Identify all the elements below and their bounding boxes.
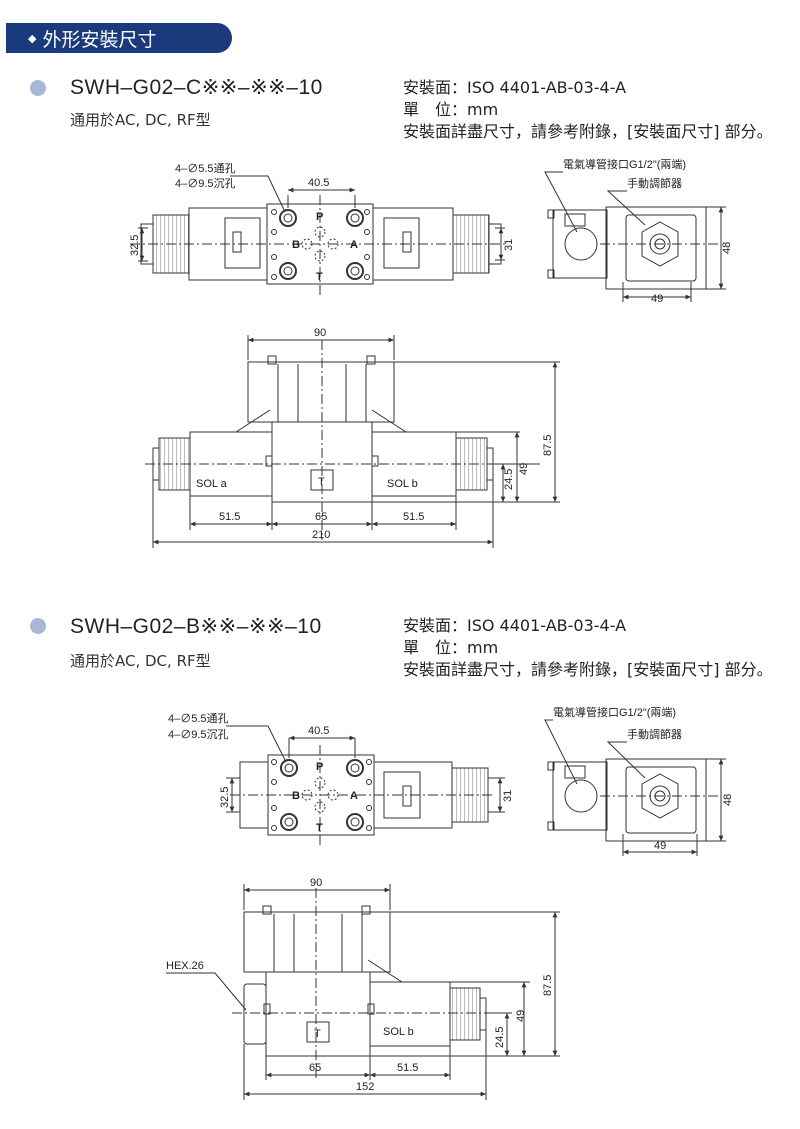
front-port-t: T xyxy=(314,1028,321,1040)
bullet-icon xyxy=(30,618,46,634)
port-b-label: B xyxy=(292,790,300,802)
manual-override-callout: 手動調節器 xyxy=(627,727,682,741)
dim-48: 48 xyxy=(721,242,733,254)
dim-152: 152 xyxy=(356,1081,374,1093)
side-view-2: 電氣導管接口G1/2"(兩端) 手動調節器 48 49 xyxy=(544,705,734,856)
hole-callout-counterbore: 4–∅9.5沉孔 xyxy=(175,177,236,190)
dim-49: 49 xyxy=(654,840,666,852)
dim-40-5: 40.5 xyxy=(308,177,329,189)
hole-callout-counterbore: 4–∅9.5沉孔 xyxy=(168,728,229,741)
dim-49-front: 49 xyxy=(515,1010,527,1022)
dim-65: 65 xyxy=(315,511,327,523)
specs-block-2: 安裝面：ISO 4401-AB-03-4-A 單 位：mm 安裝面詳盡尺寸，請參… xyxy=(403,615,773,681)
conduit-callout: 電氣導管接口G1/2"(兩端) xyxy=(563,157,686,171)
port-t-label: T xyxy=(316,271,323,283)
sol-a-label: SOL a xyxy=(196,478,228,490)
manual-override-callout: 手動調節器 xyxy=(627,176,682,190)
model-title-2: SWH–G02–B※※–※※–10 xyxy=(70,615,322,638)
dim-24-5: 24.5 xyxy=(494,1027,506,1048)
section-header-title: 外形安裝尺寸 xyxy=(42,28,157,51)
dim-51-5-right: 51.5 xyxy=(403,511,424,523)
conduit-callout: 電氣導管接口G1/2"(兩端) xyxy=(553,705,676,719)
bullet-icon xyxy=(30,80,46,96)
dim-24-5: 24.5 xyxy=(503,469,515,490)
port-p-label: P xyxy=(316,211,323,223)
dim-40-5: 40.5 xyxy=(308,725,329,737)
dim-90: 90 xyxy=(314,327,326,339)
dim-31: 31 xyxy=(503,239,515,251)
dim-32-5: 32.5 xyxy=(219,787,231,808)
usage-note-1: 通用於AC, DC, RF型 xyxy=(70,111,211,129)
port-a-label: A xyxy=(350,239,358,251)
spec-note: 安裝面詳盡尺寸，請參考附錄，[安裝面尺寸] 部分。 xyxy=(403,660,773,679)
front-port-t: T xyxy=(318,476,325,488)
dim-49: 49 xyxy=(651,293,663,305)
port-a-label: A xyxy=(350,790,358,802)
top-view-2: P B A T 40.5 4–∅5.5通孔 4–∅9.5沉孔 32.5 31 xyxy=(168,712,514,845)
dim-32-5: 32.5 xyxy=(129,235,141,256)
hole-callout-through: 4–∅5.5通孔 xyxy=(168,712,229,725)
spec-unit: 單 位：mm xyxy=(403,100,499,119)
port-b-label: B xyxy=(292,239,300,251)
side-view-1: 電氣導管接口G1/2"(兩端) 手動調節器 48 49 xyxy=(544,157,733,305)
dim-87-5: 87.5 xyxy=(542,435,554,456)
port-p-label: P xyxy=(316,761,323,773)
hex-callout: HEX.26 xyxy=(166,960,204,972)
hole-callout-through: 4–∅5.5通孔 xyxy=(175,162,236,175)
dim-90: 90 xyxy=(310,877,322,889)
dim-87-5: 87.5 xyxy=(542,975,554,996)
dim-48: 48 xyxy=(722,794,734,806)
usage-note-2: 通用於AC, DC, RF型 xyxy=(70,652,211,670)
specs-block-1: 安裝面：ISO 4401-AB-03-4-A 單 位：mm 安裝面詳盡尺寸，請參… xyxy=(403,77,773,143)
dim-65: 65 xyxy=(309,1062,321,1074)
front-view-1: T SOL a SOL b 90 87.5 49 24.5 51.5 65 51… xyxy=(145,327,560,548)
section-header: ◆ 外形安裝尺寸 xyxy=(6,23,232,53)
dim-51-5: 51.5 xyxy=(397,1062,418,1074)
dim-49-front: 49 xyxy=(518,463,530,475)
spec-mounting: 安裝面：ISO 4401-AB-03-4-A xyxy=(403,616,627,635)
spec-unit: 單 位：mm xyxy=(403,638,499,657)
front-view-2: T SOL b HEX.26 90 87.5 49 24.5 65 51.5 1… xyxy=(166,877,560,1100)
dim-51-5-left: 51.5 xyxy=(219,511,240,523)
port-t-label: T xyxy=(316,822,323,834)
model-title-1: SWH–G02–C※※–※※–10 xyxy=(70,76,323,99)
diamond-icon: ◆ xyxy=(28,31,37,45)
sol-b-label: SOL b xyxy=(383,1026,414,1038)
top-view-1: P B A T 40.5 4–∅5.5通孔 4–∅9.5沉孔 32.5 31 xyxy=(129,162,515,295)
sol-b-label: SOL b xyxy=(387,478,418,490)
dim-31: 31 xyxy=(502,790,514,802)
spec-mounting: 安裝面：ISO 4401-AB-03-4-A xyxy=(403,78,627,97)
spec-note: 安裝面詳盡尺寸，請參考附錄，[安裝面尺寸] 部分。 xyxy=(403,122,773,141)
dim-210: 210 xyxy=(312,529,330,541)
